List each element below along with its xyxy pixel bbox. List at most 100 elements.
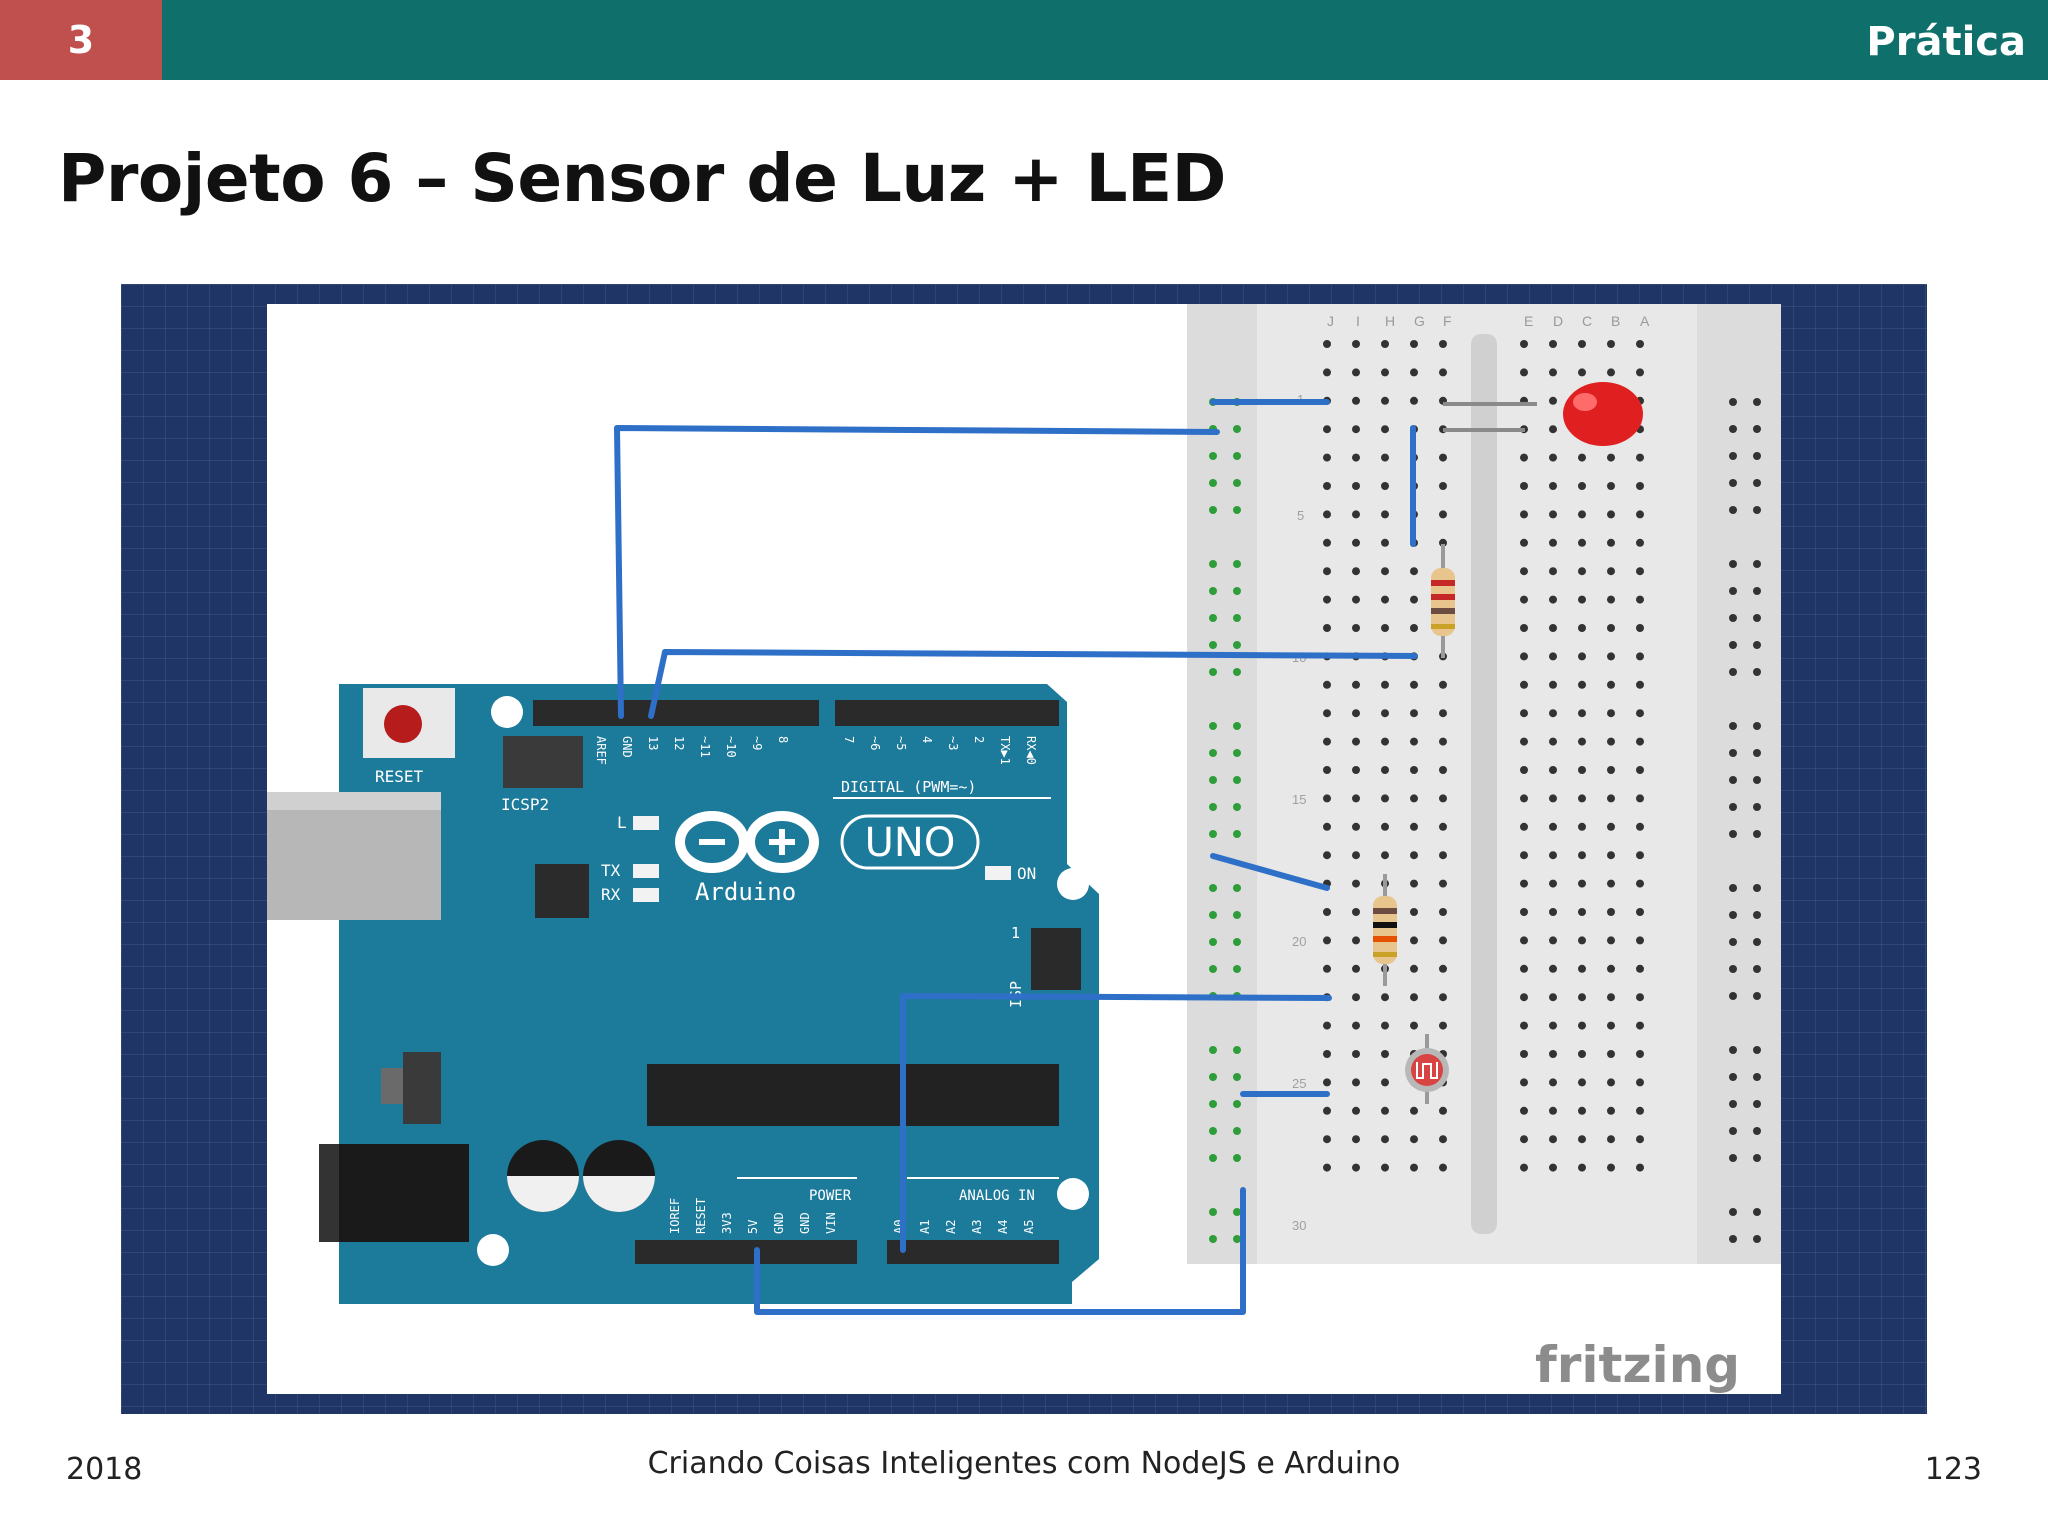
breadboard-hole (1381, 624, 1389, 632)
breadboard-hole (1381, 680, 1389, 689)
breadboard-hole (1323, 624, 1331, 632)
breadboard-hole (1578, 538, 1586, 547)
row-number: 25 (1292, 1076, 1306, 1091)
breadboard-hole (1636, 1021, 1644, 1030)
breadboard-hole (1520, 908, 1528, 916)
header-pin-label: A3 (970, 1220, 984, 1234)
rail-hole (1753, 1100, 1761, 1108)
breadboard-hole (1352, 822, 1360, 831)
breadboard-hole (1549, 595, 1557, 604)
breadboard-hole (1352, 482, 1360, 490)
breadboard-hole (1607, 964, 1615, 973)
rail-hole (1233, 668, 1241, 676)
breadboard-hole (1410, 936, 1418, 945)
breadboard-hole (1607, 1021, 1615, 1030)
breadboard-hole (1410, 1106, 1418, 1115)
breadboard-hole (1636, 709, 1644, 718)
breadboard-hole (1549, 936, 1557, 945)
breadboard-hole (1352, 709, 1360, 718)
breadboard-hole (1578, 652, 1586, 661)
rail-hole (1233, 803, 1241, 811)
breadboard-hole (1439, 879, 1447, 888)
header-pin-label: 2 (972, 736, 986, 743)
fritzing-watermark: fritzing (1535, 1336, 1740, 1394)
breadboard-hole (1381, 1078, 1389, 1087)
rail-hole (1753, 830, 1761, 838)
breadboard-hole (1636, 737, 1644, 746)
header-pin-label: 5V (746, 1220, 760, 1234)
breadboard-hole (1439, 1163, 1447, 1172)
breadboard-hole (1381, 482, 1389, 490)
breadboard-hole (1607, 538, 1615, 547)
uno-text: UNO (865, 820, 956, 866)
header-pin-label: 8 (776, 736, 790, 743)
rail-hole (1209, 1100, 1217, 1108)
rail-hole (1729, 1154, 1737, 1162)
breadboard-hole (1439, 737, 1447, 746)
rail-hole (1233, 1127, 1241, 1135)
header-pin-label: ~6 (868, 736, 882, 750)
arduino-brand: Arduino (695, 878, 796, 906)
rail-hole (1233, 938, 1241, 946)
breadboard-hole (1578, 1135, 1586, 1144)
wire-5v-to-rail (754, 1187, 1246, 1315)
column-letter: E (1524, 313, 1533, 329)
rail-hole (1753, 911, 1761, 919)
breadboard-hole (1381, 737, 1389, 746)
breadboard-hole (1381, 510, 1389, 519)
red-led (1443, 382, 1643, 446)
rail-hole (1753, 749, 1761, 757)
header-pin-label: A2 (944, 1220, 958, 1234)
rail-hole (1209, 1046, 1217, 1054)
breadboard-hole (1636, 851, 1644, 860)
breadboard-hole (1410, 879, 1418, 888)
breadboard-hole (1323, 794, 1331, 803)
breadboard-hole (1323, 1050, 1331, 1058)
breadboard-hole (1636, 624, 1644, 632)
rail-hole (1729, 641, 1737, 649)
breadboard-hole (1439, 851, 1447, 860)
atmega-chip (647, 1064, 1059, 1126)
breadboard-hole (1578, 1106, 1586, 1115)
breadboard-hole (1439, 1106, 1447, 1115)
rail-hole (1209, 506, 1217, 514)
breadboard-hole (1636, 368, 1644, 377)
rail-hole (1729, 965, 1737, 973)
led-l-label: L (617, 813, 627, 832)
rail-hole (1753, 776, 1761, 784)
breadboard-hole (1578, 510, 1586, 519)
breadboard-hole (1410, 1021, 1418, 1030)
breadboard-hole (1410, 737, 1418, 746)
breadboard-hole (1381, 709, 1389, 718)
breadboard-hole (1323, 425, 1331, 434)
rail-hole (1209, 1235, 1217, 1243)
breadboard-hole (1607, 879, 1615, 888)
breadboard-hole (1439, 794, 1447, 803)
rail-hole (1233, 1100, 1241, 1108)
rail-hole (1233, 1073, 1241, 1081)
rail-hole (1233, 1208, 1241, 1216)
breadboard-hole (1410, 340, 1418, 348)
rail-hole (1233, 1046, 1241, 1054)
breadboard-hole (1381, 368, 1389, 377)
rail-hole (1729, 803, 1737, 811)
breadboard-hole (1352, 1078, 1360, 1087)
rail-hole (1729, 1073, 1737, 1081)
breadboard-hole (1578, 908, 1586, 916)
breadboard-hole (1352, 1106, 1360, 1115)
breadboard-hole (1578, 482, 1586, 490)
breadboard-hole (1520, 879, 1528, 888)
rail-hole (1729, 1235, 1737, 1243)
rail-hole (1753, 560, 1761, 568)
breadboard-hole (1607, 822, 1615, 831)
rail-hole (1729, 452, 1737, 460)
breadboard-hole (1549, 1106, 1557, 1115)
rail-hole (1753, 398, 1761, 406)
breadboard-hole (1578, 964, 1586, 973)
column-letter: H (1385, 313, 1395, 329)
rail-hole (1729, 722, 1737, 730)
rail-hole (1753, 1235, 1761, 1243)
digital-label: DIGITAL (PWM=~) (841, 778, 976, 796)
fritzing-canvas: J I H G F E D C B A 1 5 10 15 20 (267, 304, 1781, 1394)
breadboard-hole (1439, 822, 1447, 831)
